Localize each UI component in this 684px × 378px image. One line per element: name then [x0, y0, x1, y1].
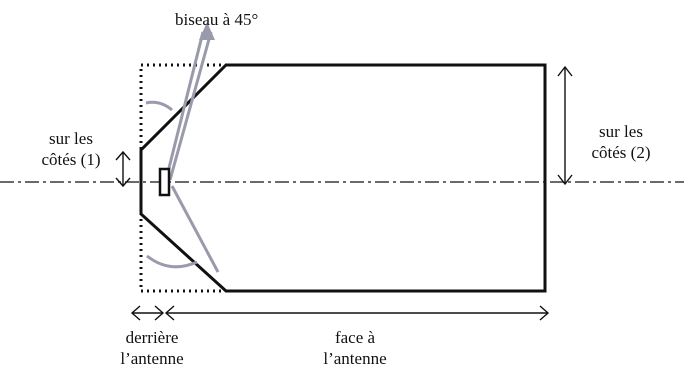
- label-sides-2: sur les côtés (2): [574, 121, 668, 163]
- label-front-antenna: face à l’antenne: [300, 327, 410, 369]
- sides-1-arrow: [115, 150, 131, 188]
- sides-2-arrow: [557, 65, 573, 186]
- dotted-box-outline: [139, 63, 547, 293]
- bevel-arrowhead: [199, 22, 215, 40]
- label-sides-2-line2: côtés (2): [591, 143, 651, 162]
- front-antenna-arrow: [164, 305, 550, 321]
- label-sides-2-line1: sur les: [599, 122, 643, 141]
- bevel-angle-arc-lower: [146, 254, 198, 269]
- bevel-arrow-lower: [170, 185, 220, 273]
- bevel-arrow-right: [168, 31, 213, 181]
- label-sides-1-line2: côtés (1): [41, 150, 101, 169]
- antenna-icon: [158, 167, 171, 197]
- label-behind-line2: l’antenne: [120, 349, 184, 368]
- bevel-arrow-left: [164, 31, 205, 181]
- label-sides-1-line1: sur les: [49, 129, 93, 148]
- bevel-angle-arc-upper: [145, 100, 173, 112]
- label-front-line2: l’antenne: [323, 349, 387, 368]
- label-sides-1: sur les côtés (1): [30, 128, 112, 170]
- bevel-arrows: [145, 31, 220, 273]
- behind-antenna-arrow: [130, 305, 165, 321]
- label-behind-line1: derrière: [125, 328, 179, 347]
- beveled-volume-outline: [139, 63, 547, 293]
- label-behind-antenna: derrière l’antenne: [102, 327, 202, 369]
- label-front-line1: face à: [334, 328, 376, 347]
- label-bevel: biseau à 45°: [175, 10, 259, 29]
